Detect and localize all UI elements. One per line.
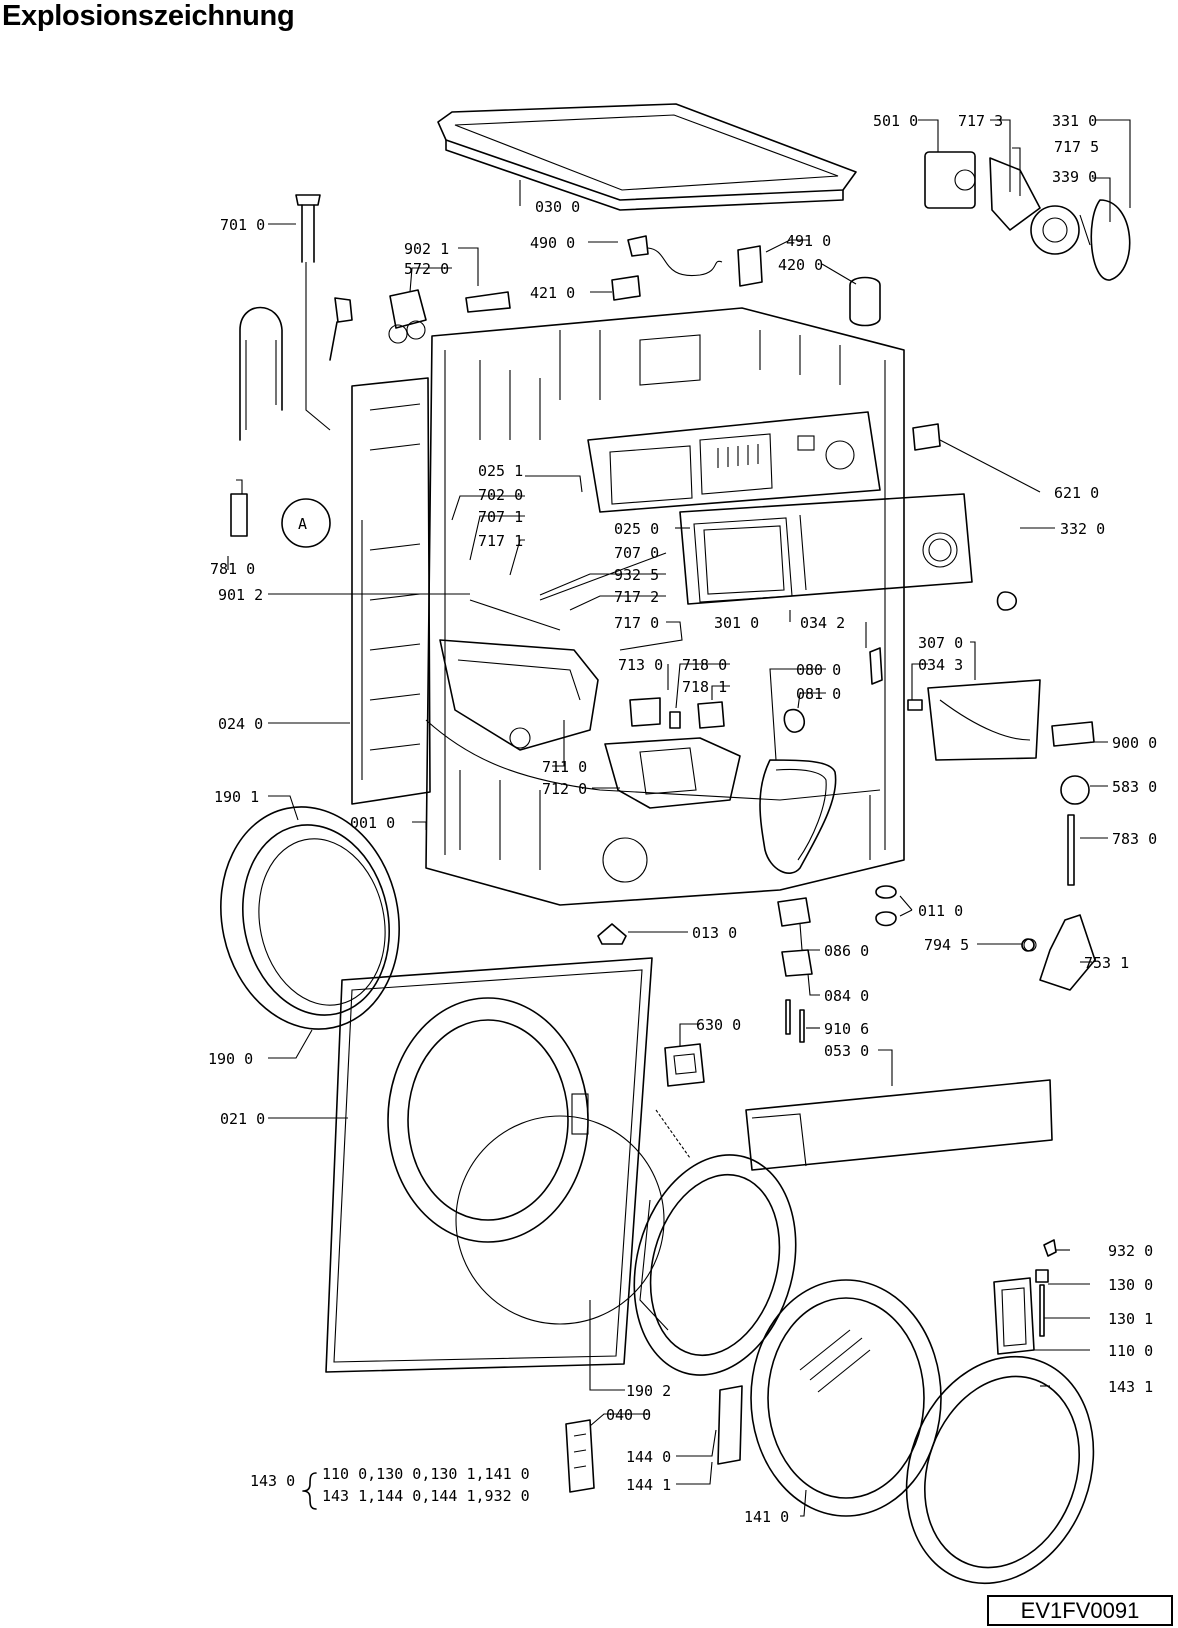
label-144-1: 144 1 — [626, 1476, 671, 1494]
kit-line-2: 143 1,144 0,144 1,932 0 — [322, 1487, 530, 1505]
label-025-0: 025 0 — [614, 520, 659, 538]
label-707-0: 707 0 — [614, 544, 659, 562]
label-901-2: 901 2 — [218, 586, 263, 604]
door-glass — [750, 1279, 942, 1517]
label-307-0: 307 0 — [918, 634, 963, 652]
part-labels: 030 0 501 0 717 3 717 5 331 0 339 0 701 … — [208, 112, 1157, 1526]
label-717-1: 717 1 — [478, 532, 523, 550]
door-gasket — [220, 806, 400, 1030]
label-011-0: 011 0 — [918, 902, 963, 920]
inlet-hose: A — [230, 194, 331, 548]
label-630-0: 630 0 — [696, 1016, 741, 1034]
label-420-0: 420 0 — [778, 256, 823, 274]
label-490-0: 490 0 — [530, 234, 575, 252]
label-025-1: 025 1 — [478, 462, 523, 480]
label-753-1: 753 1 — [1084, 954, 1129, 972]
leader-lines — [227, 119, 1131, 1517]
page-title: Explosionszeichnung — [2, 0, 295, 32]
label-621-0: 621 0 — [1054, 484, 1099, 502]
label-701-0: 701 0 — [220, 216, 265, 234]
label-702-0: 702 0 — [478, 486, 523, 504]
front-panel — [325, 957, 691, 1373]
label-130-1: 130 1 — [1108, 1310, 1153, 1328]
label-711-0: 711 0 — [542, 758, 587, 776]
door-handle-parts — [993, 1239, 1057, 1355]
cabinet-body — [425, 307, 905, 906]
label-491-0: 491 0 — [786, 232, 831, 250]
label-024-0: 024 0 — [218, 715, 263, 733]
programmer-unit — [924, 151, 1131, 281]
hose-marker-a: A — [298, 515, 307, 533]
plinth-panel — [745, 1079, 1053, 1171]
dispenser-drawer — [604, 737, 741, 809]
label-583-0: 583 0 — [1112, 778, 1157, 796]
kit-line-1: 110 0,130 0,130 1,141 0 — [322, 1465, 530, 1483]
label-501-0: 501 0 — [873, 112, 918, 130]
label-084-0: 084 0 — [824, 987, 869, 1005]
label-034-2: 034 2 — [800, 614, 845, 632]
label-910-6: 910 6 — [824, 1020, 869, 1038]
label-141-0: 141 0 — [744, 1508, 789, 1526]
label-080-0: 080 0 — [796, 661, 841, 679]
dispenser-housing — [439, 599, 599, 751]
door-frame-inner — [633, 1154, 797, 1376]
label-013-0: 013 0 — [692, 924, 737, 942]
drawer-small-parts — [629, 697, 806, 733]
label-331-0: 331 0 — [1052, 112, 1097, 130]
label-717-3: 717 3 — [958, 112, 1003, 130]
top-lid — [437, 103, 857, 211]
label-783-0: 783 0 — [1112, 830, 1157, 848]
control-bracket — [587, 411, 881, 513]
label-190-2: 190 2 — [626, 1382, 671, 1400]
document-id-box: EV1FV0091 — [987, 1595, 1173, 1626]
feet-and-screws — [597, 885, 1037, 1043]
pressure-hose — [759, 759, 837, 874]
door-hinge — [565, 1385, 743, 1493]
label-190-0: 190 0 — [208, 1050, 253, 1068]
label-301-0: 301 0 — [714, 614, 759, 632]
rear-panel — [351, 377, 431, 805]
label-932-5: 932 5 — [614, 566, 659, 584]
label-794-5: 794 5 — [924, 936, 969, 954]
label-110-0: 110 0 — [1108, 1342, 1153, 1360]
label-081-0: 081 0 — [796, 685, 841, 703]
label-717-5: 717 5 — [1054, 138, 1099, 156]
mains-cable — [611, 235, 881, 327]
label-086-0: 086 0 — [824, 942, 869, 960]
label-932-0: 932 0 — [1108, 1242, 1153, 1260]
label-718-1: 718 1 — [682, 678, 727, 696]
label-130-0: 130 0 — [1108, 1276, 1153, 1294]
door-lock — [664, 1043, 705, 1087]
door-outer-ring — [905, 1355, 1095, 1585]
label-572-0: 572 0 — [404, 260, 449, 278]
label-143-1: 143 1 — [1108, 1378, 1153, 1396]
label-021-0: 021 0 — [220, 1110, 265, 1128]
label-040-0: 040 0 — [606, 1406, 651, 1424]
label-339-0: 339 0 — [1052, 168, 1097, 186]
label-421-0: 421 0 — [530, 284, 575, 302]
label-717-0: 717 0 — [614, 614, 659, 632]
inlet-valve — [329, 289, 511, 361]
label-707-1: 707 1 — [478, 508, 523, 526]
label-034-3: 034 3 — [918, 656, 963, 674]
label-053-0: 053 0 — [824, 1042, 869, 1060]
label-900-0: 900 0 — [1112, 734, 1157, 752]
label-001-0: 001 0 — [350, 814, 395, 832]
label-713-0: 713 0 — [618, 656, 663, 674]
control-panel — [679, 493, 973, 605]
label-030-0: 030 0 — [535, 198, 580, 216]
label-718-0: 718 0 — [682, 656, 727, 674]
label-902-1: 902 1 — [404, 240, 449, 258]
label-717-2: 717 2 — [614, 588, 659, 606]
label-781-0: 781 0 — [210, 560, 255, 578]
label-332-0: 332 0 — [1060, 520, 1105, 538]
label-144-0: 144 0 — [626, 1448, 671, 1466]
label-712-0: 712 0 — [542, 780, 587, 798]
kit-code: 143 0 — [250, 1472, 295, 1490]
label-190-1: 190 1 — [214, 788, 259, 806]
